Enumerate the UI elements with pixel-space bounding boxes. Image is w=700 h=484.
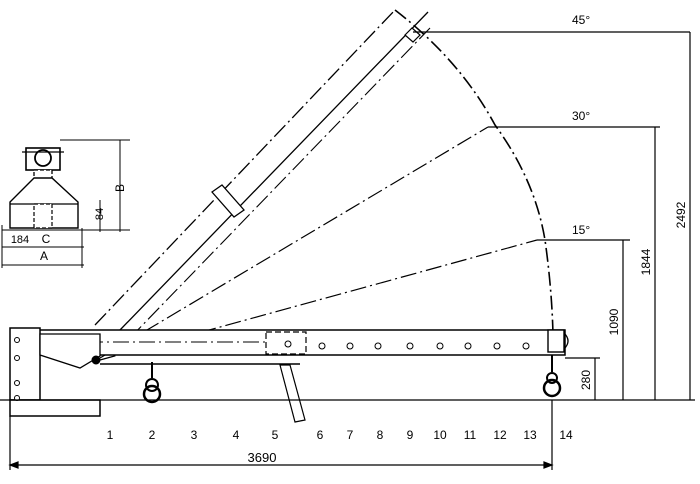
support-strut — [279, 364, 306, 423]
angle-label-15: 15° — [572, 223, 590, 237]
position-9: 9 — [407, 428, 414, 442]
position-7: 7 — [347, 428, 354, 442]
position-4: 4 — [233, 428, 240, 442]
length-3690: 3690 — [248, 450, 277, 465]
height-1844: 1844 — [639, 248, 653, 275]
jib-45 — [94, 9, 431, 339]
base-column — [9, 327, 101, 417]
jib-30-line — [99, 126, 489, 359]
position-1: 1 — [107, 428, 114, 442]
position-5: 5 — [272, 428, 279, 442]
position-10: 10 — [433, 428, 447, 442]
hook-position-14 — [542, 355, 562, 398]
position-11: 11 — [464, 428, 477, 442]
length-dimension — [8, 400, 554, 470]
detail-label-B: B — [113, 184, 127, 192]
angle-reference-lines — [413, 31, 690, 241]
jib-horizontal — [34, 329, 569, 356]
detail-cross-section — [1, 139, 130, 268]
detail-label-C: C — [42, 232, 51, 246]
height-2492: 2492 — [674, 201, 688, 228]
detail-label-A: A — [40, 249, 48, 263]
jib-15-line — [99, 239, 538, 361]
angle-label-30: 30° — [572, 109, 590, 123]
jib-holes — [284, 340, 530, 350]
angle-label-45: 45° — [572, 13, 590, 27]
swing-arc — [394, 9, 554, 336]
position-3: 3 — [191, 428, 198, 442]
position-12: 12 — [493, 428, 507, 442]
detail-dim-184: 184 — [11, 234, 29, 246]
position-2: 2 — [149, 428, 156, 442]
height-dimension-lines — [0, 32, 695, 401]
hook-position-2 — [142, 362, 162, 404]
position-8: 8 — [377, 428, 384, 442]
position-numbers: 1 2 3 4 5 6 7 8 9 10 11 12 13 14 — [107, 428, 573, 442]
position-6: 6 — [317, 428, 324, 442]
position-13: 13 — [523, 428, 537, 442]
position-14: 14 — [559, 428, 573, 442]
height-1090: 1090 — [607, 308, 621, 335]
height-280: 280 — [579, 370, 593, 390]
detail-dim-84: 84 — [94, 208, 106, 220]
